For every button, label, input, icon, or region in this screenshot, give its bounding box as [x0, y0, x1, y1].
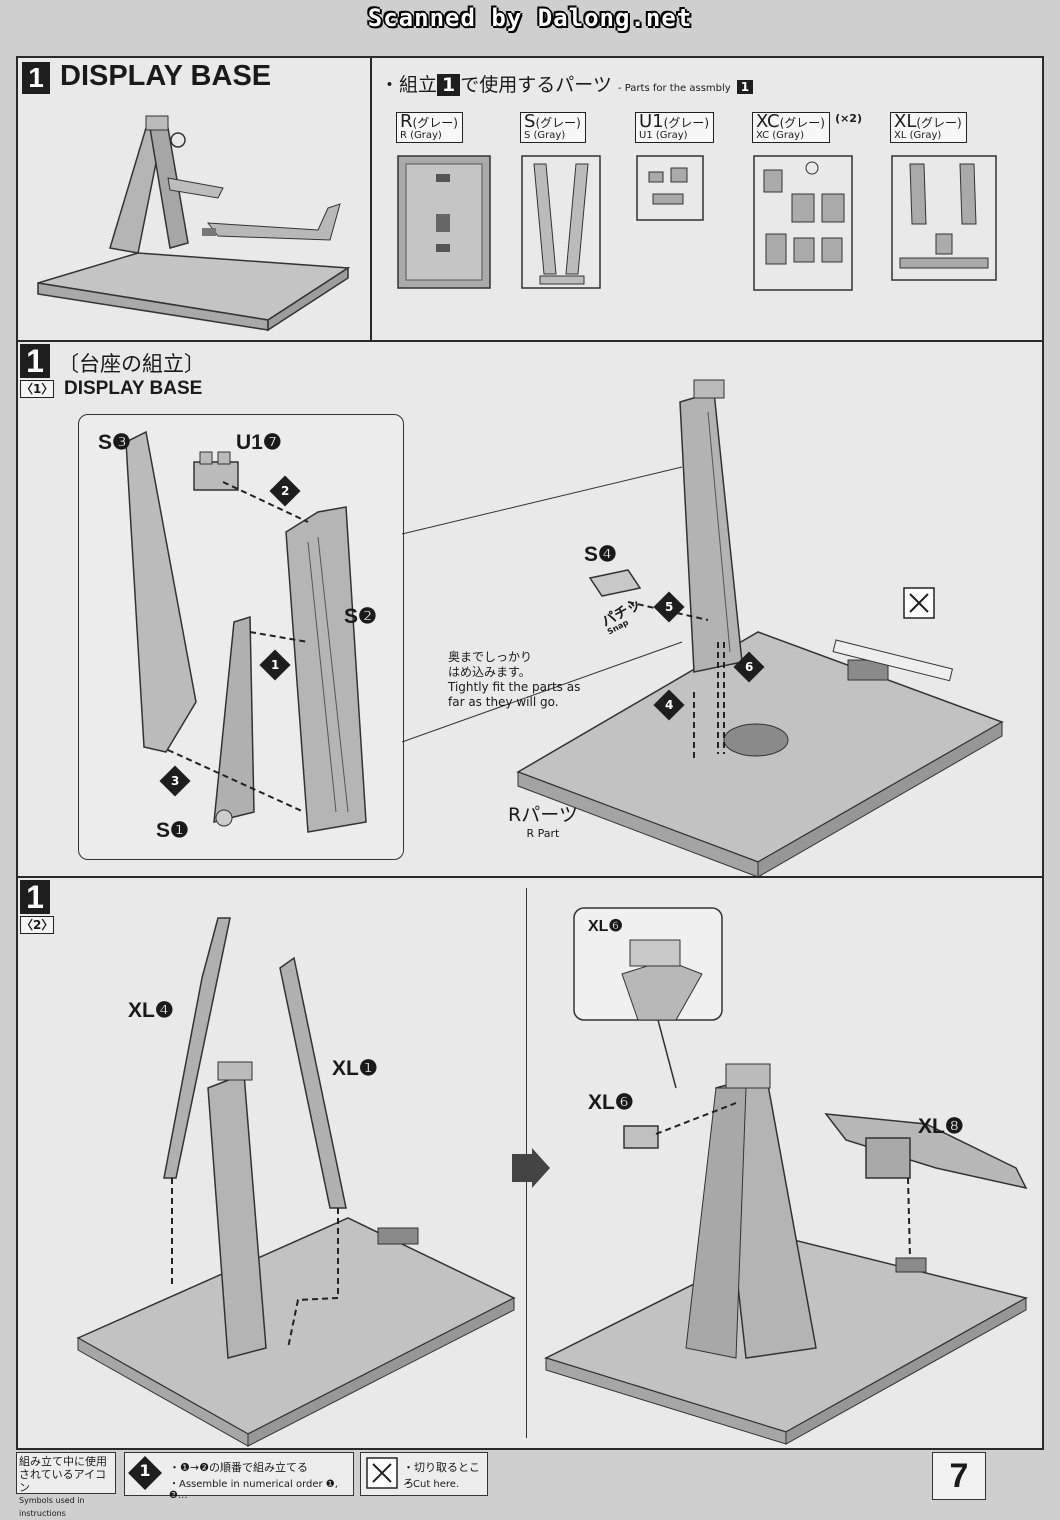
runner-r-label: R(グレー) R (Gray)	[396, 112, 463, 143]
runner-r: R(グレー) R (Gray)	[396, 112, 463, 143]
tight-fit-note: 奥までしっかり はめ込みます。 Tightly fit the parts as…	[448, 650, 598, 710]
runner-xc-code: XC	[756, 111, 780, 132]
runner-xl-jp: (グレー)	[916, 116, 962, 130]
runner-r-sprue-icon	[397, 155, 491, 289]
label-s1: S❶	[156, 819, 189, 842]
parts-heading-step: 1	[437, 74, 461, 96]
runner-u1-sprue-icon	[636, 155, 704, 221]
label-xl8: XL❽	[918, 1115, 964, 1138]
runner-s-sprue-icon	[521, 155, 601, 289]
r-part-en: R Part	[526, 827, 560, 840]
legend-en: Symbols used in instructions	[19, 1496, 85, 1518]
runner-u1-label: U1(グレー) U1 (Gray)	[635, 111, 715, 143]
order-number-text: 1	[139, 1461, 151, 1480]
section-title: DISPLAY BASE	[60, 60, 272, 92]
cut-legend-scissors-icon	[366, 1457, 398, 1489]
order-en: ・Assemble in numerical order ❶, ❷...	[169, 1479, 338, 1501]
runner-xc-label: XC(グレー) XC (Gray)	[752, 112, 830, 143]
subassembly-illustration	[125, 379, 1004, 878]
step2-right-illustration	[543, 907, 1029, 1445]
runner-s-code: S	[524, 111, 536, 132]
step-badge-6-text: 6	[744, 659, 754, 674]
order-legend: 1 ・❶→❷の順番で組み立てる ・Assemble in numerical o…	[124, 1452, 354, 1501]
runner-u1-code: U1	[639, 111, 664, 132]
step2-panel: 1 〈2〉 XL❹ XL❶ XL❻ XL❻ X	[16, 876, 1044, 1450]
label-xl1: XL❶	[332, 1057, 378, 1080]
runner-xl-code: XL	[894, 111, 917, 132]
parts-heading-pre: ・組立	[380, 74, 438, 96]
runner-xc-count: (×2)	[835, 112, 862, 125]
runner-r-code: R	[400, 111, 413, 132]
r-part-label: Rパーツ R Part	[508, 800, 578, 840]
step-badge-5-text: 5	[664, 599, 674, 614]
step2-left-illustration	[76, 917, 516, 1447]
runner-u1-en: U1 (Gray)	[639, 130, 688, 141]
label-xl4: XL❹	[128, 999, 174, 1022]
overview-panel: 1 DISPLAY BASE	[16, 56, 372, 342]
order-jp: ・❶→❷の順番で組み立てる	[169, 1461, 308, 1474]
runner-xl-en: XL (Gray)	[894, 130, 942, 141]
scissors-icon	[903, 587, 935, 619]
step-badge-3-text: 3	[170, 773, 180, 788]
step1-sub-tag: 〈1〉	[20, 380, 54, 398]
legend-jp2: されているアイコン	[19, 1468, 107, 1494]
step1-title-en: DISPLAY BASE	[64, 378, 203, 399]
label-s4: S❹	[584, 543, 617, 566]
tight-fit-en1: Tightly fit the parts as	[448, 680, 581, 694]
runner-s-jp: (グレー)	[535, 116, 581, 130]
section-step-number: 1	[22, 62, 50, 94]
step2-number: 1	[20, 880, 50, 914]
step-badge-4-text: 4	[664, 697, 674, 712]
runner-xc-en: XC (Gray)	[756, 130, 804, 141]
step1-panel: 1 〈1〉 〔台座の組立〕 DISPLAY BASE	[16, 340, 1044, 878]
step1-title-jp: 〔台座の組立〕	[58, 352, 205, 376]
runner-r-jp: (グレー)	[412, 116, 458, 130]
tight-fit-jp2: はめ込みます。	[448, 665, 531, 679]
runner-xc: XC(グレー) XC (Gray) (×2)	[752, 112, 862, 143]
cut-legend: ・切り取るところ ・Cut here.	[360, 1452, 488, 1496]
tight-fit-jp1: 奥までしっかり	[448, 650, 533, 664]
runner-xl-label: XL(グレー) XL (Gray)	[890, 112, 967, 143]
label-xl6-detail: XL❻	[588, 918, 623, 935]
icon-legend-label: 組み立て中に使用 されているアイコン Symbols used in instr…	[16, 1452, 116, 1518]
parts-heading-post: で使用するパーツ	[460, 74, 612, 96]
runner-u1: U1(グレー) U1 (Gray)	[635, 111, 715, 143]
r-part-jp: Rパーツ	[508, 804, 578, 826]
parts-heading-en: - Parts for the assmbly	[617, 83, 731, 94]
parts-heading-step-en: 1	[736, 80, 754, 94]
step-badge-2-text: 2	[280, 483, 290, 498]
label-xl6: XL❻	[588, 1091, 634, 1114]
label-s3: S❸	[98, 431, 131, 454]
runner-xc-jp: (グレー)	[779, 116, 825, 130]
cut-jp: ・切り取るところ	[403, 1461, 480, 1490]
runner-s-en: S (Gray)	[524, 130, 566, 141]
scan-watermark-title: Scanned by Dalong.net	[367, 4, 693, 32]
step-badge-1-text: 1	[270, 657, 280, 672]
cut-en: ・Cut here.	[403, 1479, 460, 1490]
label-u1-7: U1❼	[236, 431, 282, 454]
step1-number: 1	[20, 344, 50, 378]
runner-s-label: S(グレー) S (Gray)	[520, 112, 586, 143]
runner-xc-sprue-icon	[753, 155, 853, 291]
next-arrow-icon	[512, 1148, 550, 1188]
runner-u1-jp: (グレー)	[663, 116, 710, 130]
legend-jp1: 組み立て中に使用	[19, 1455, 107, 1468]
tight-fit-en2: far as they will go.	[448, 695, 559, 709]
runner-r-en: R (Gray)	[400, 130, 442, 141]
label-s2: S❷	[344, 605, 377, 628]
page-number: 7	[932, 1452, 986, 1500]
runner-xl: XL(グレー) XL (Gray)	[890, 112, 967, 143]
finished-base-illustration	[37, 115, 351, 332]
runner-s: S(グレー) S (Gray)	[520, 112, 586, 143]
runner-xl-sprue-icon	[891, 155, 997, 281]
step2-sub-tag: 〈2〉	[20, 916, 54, 934]
